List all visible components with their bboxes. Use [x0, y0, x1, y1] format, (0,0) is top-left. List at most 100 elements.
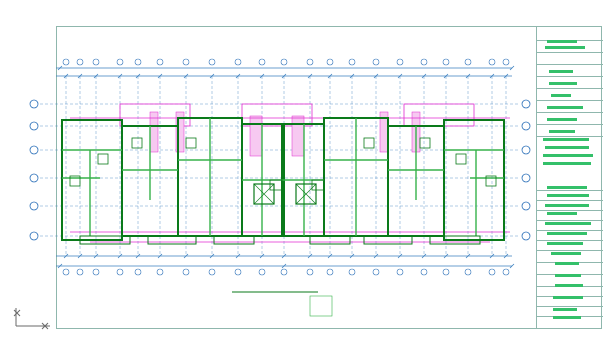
grid-bubble: [280, 58, 288, 66]
grid-bubble: [521, 201, 531, 211]
grid-bubble: [502, 268, 510, 276]
title-block-field: [551, 252, 581, 255]
title-block-field: [553, 296, 583, 299]
title-block-row: [537, 112, 603, 113]
grid-bubble: [182, 58, 190, 66]
title-block-row: [537, 306, 603, 307]
grid-bubble: [306, 268, 314, 276]
grid-bubble: [76, 58, 84, 66]
grid-bubble: [208, 268, 216, 276]
balcony: [429, 235, 481, 245]
plan-note-block: [309, 295, 333, 317]
title-block-row: [537, 250, 603, 251]
grid-bubble: [442, 268, 450, 276]
dimension-tick: [281, 263, 287, 269]
grid-bubble: [134, 58, 142, 66]
grid-bubble: [62, 58, 70, 66]
dimension-tick: [307, 253, 313, 259]
title-block-row: [537, 136, 603, 137]
title-block-row: [537, 64, 603, 65]
title-block-field: [543, 154, 593, 157]
title-block-field: [547, 106, 583, 109]
title-block-field: [551, 94, 571, 97]
grid-bubble: [92, 268, 100, 276]
dimension-tick: [259, 253, 265, 259]
dimension-tick: [57, 65, 63, 71]
fixture: [69, 175, 81, 187]
grid-bubble: [396, 58, 404, 66]
dimension-tick: [443, 253, 449, 259]
grid-bubble: [521, 173, 531, 183]
title-block-field: [547, 194, 589, 197]
title-block-field: [549, 82, 577, 85]
grid-bubble: [182, 268, 190, 276]
dimension-tick: [157, 253, 163, 259]
elevator-core: [253, 183, 275, 205]
grid-bubble: [348, 58, 356, 66]
title-block-row: [537, 52, 603, 53]
title-block-field: [547, 186, 587, 189]
grid-bubble: [502, 58, 510, 66]
grid-bubble: [29, 201, 39, 211]
grid-bubble: [208, 58, 216, 66]
grid-bubble: [258, 58, 266, 66]
grid-bubble: [372, 58, 380, 66]
title-block-row: [537, 88, 603, 89]
dimension-tick: [209, 253, 215, 259]
title-block-field: [543, 138, 589, 141]
grid-bubble: [306, 58, 314, 66]
balcony: [363, 235, 413, 245]
dimension-tick: [327, 253, 333, 259]
title-block-field: [549, 130, 575, 133]
grid-bubble: [348, 268, 356, 276]
fixture: [455, 153, 467, 165]
title-block-field: [547, 118, 577, 121]
title-block-row: [537, 124, 603, 125]
grid-bubble: [29, 121, 39, 131]
grid-bubble: [396, 268, 404, 276]
elevator-cross: [295, 183, 317, 205]
unit-wall-outline: [61, 119, 123, 241]
grid-bubble: [420, 268, 428, 276]
title-block-field: [547, 40, 577, 43]
core-zone: [291, 115, 305, 157]
title-block: [536, 26, 603, 329]
grid-bubble: [134, 268, 142, 276]
dimension-tick: [93, 253, 99, 259]
grid-bubble: [234, 268, 242, 276]
grid-bubble: [280, 268, 288, 276]
title-block-row: [537, 200, 603, 201]
grid-bubble: [156, 268, 164, 276]
grid-bubble: [258, 268, 266, 276]
grid-bubble: [464, 268, 472, 276]
dimension-tick: [373, 253, 379, 259]
dimension-tick: [183, 253, 189, 259]
grid-bubble: [464, 58, 472, 66]
fixture: [363, 137, 375, 149]
dimension-tick: [509, 263, 515, 269]
grid-bubble: [92, 58, 100, 66]
dimension-tick: [509, 65, 515, 71]
core-zone: [175, 111, 185, 153]
title-block-field: [545, 222, 591, 225]
stair-zone-outline: [241, 103, 313, 127]
grid-bubble: [76, 268, 84, 276]
title-block-field: [549, 70, 573, 73]
fixture: [419, 137, 431, 149]
grid-bubble: [326, 58, 334, 66]
title-block-field: [545, 204, 589, 207]
dimension-tick: [281, 253, 287, 259]
title-block-field: [543, 162, 591, 165]
dimension-tick: [349, 253, 355, 259]
balcony: [213, 235, 255, 245]
dimension-tick: [421, 253, 427, 259]
dimension-tick: [397, 253, 403, 259]
grid-bubble: [29, 145, 39, 155]
grid-bubble: [521, 99, 531, 109]
grid-bubble: [521, 145, 531, 155]
dimension-tick: [465, 253, 471, 259]
drawing-sheet-border: [56, 26, 602, 329]
title-block-field: [553, 316, 581, 319]
grid-bubble: [442, 58, 450, 66]
